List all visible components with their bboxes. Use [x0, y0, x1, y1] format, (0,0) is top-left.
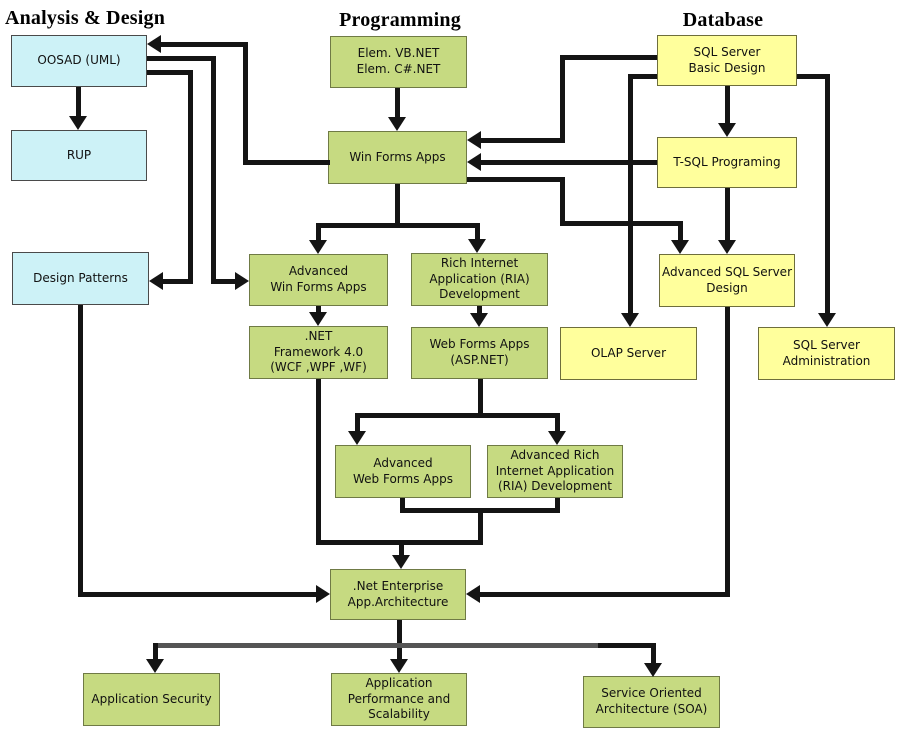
connector-segment [400, 498, 405, 513]
node-app-security: Application Security [83, 673, 220, 726]
arrowhead-down-icon [621, 313, 639, 327]
connector-segment [211, 279, 237, 284]
connector-segment [161, 42, 248, 47]
node-win-forms: Win Forms Apps [328, 131, 467, 184]
connector-segment [316, 379, 321, 545]
connector-segment [725, 86, 730, 125]
connector-segment [555, 413, 560, 433]
connector-segment [628, 74, 657, 79]
connector-segment [316, 223, 321, 242]
column-header-programming: Programming [339, 9, 461, 31]
node-adv-sql: Advanced SQL Server Design [659, 254, 795, 307]
arrowhead-right-icon [235, 272, 249, 290]
connector-segment [245, 160, 330, 165]
connector-segment [678, 221, 683, 242]
arrowhead-down-icon [348, 431, 366, 445]
connector-segment [560, 221, 683, 226]
arrowhead-right-icon [316, 585, 330, 603]
connector-segment [825, 74, 830, 315]
connector-segment [78, 592, 318, 597]
node-olap: OLAP Server [560, 327, 697, 380]
node-oosad: OOSAD (UML) [11, 35, 147, 87]
connector-segment [395, 184, 400, 228]
node-tsql: T-SQL Programing [657, 137, 797, 188]
connector-segment [78, 305, 83, 597]
arrowhead-down-icon [146, 659, 164, 673]
connector-segment [477, 306, 482, 315]
connector-segment [467, 177, 565, 182]
arrowhead-left-icon [149, 272, 163, 290]
arrowhead-down-icon [718, 240, 736, 254]
connector-segment [560, 55, 565, 143]
connector-segment [651, 643, 656, 664]
node-app-perf: Application Performance and Scalability [331, 673, 467, 726]
arrowhead-down-icon [468, 239, 486, 253]
connector-segment [628, 74, 633, 315]
connector-segment [598, 643, 656, 648]
node-adv-ria: Advanced Rich Internet Application (RIA)… [487, 445, 623, 498]
node-adv-win-forms: Advanced Win Forms Apps [249, 254, 388, 306]
arrowhead-left-icon [147, 35, 161, 53]
connector-segment [725, 307, 730, 597]
connector-segment [316, 306, 321, 314]
connector-segment [555, 498, 560, 513]
node-elem: Elem. VB.NET Elem. C#.NET [330, 36, 467, 88]
arrowhead-down-icon [548, 431, 566, 445]
connector-segment [725, 188, 730, 242]
arrowhead-down-icon [390, 659, 408, 673]
connector-segment [475, 223, 480, 241]
connector-segment [188, 70, 193, 284]
connector-segment [478, 508, 483, 545]
node-design-patterns: Design Patterns [12, 252, 149, 305]
node-net-framework: .NET Framework 4.0 (WCF ,WPF ,WF) [249, 326, 388, 379]
connector-segment [397, 620, 402, 661]
arrowhead-down-icon [718, 123, 736, 137]
connector-segment [560, 55, 657, 60]
arrowhead-down-icon [309, 312, 327, 326]
node-ria: Rich Internet Application (RIA) Developm… [411, 253, 548, 306]
node-net-enterprise: .Net Enterprise App.Architecture [330, 569, 466, 620]
arrowhead-down-icon [392, 555, 410, 569]
node-soa: Service Oriented Architecture (SOA) [583, 676, 720, 728]
arrowhead-down-icon [309, 240, 327, 254]
arrowhead-down-icon [671, 240, 689, 254]
connector-segment [395, 88, 400, 119]
connector-segment [76, 87, 81, 118]
connector-segment [211, 56, 216, 284]
connector-segment [163, 279, 193, 284]
arrowhead-left-icon [467, 131, 481, 149]
connector-segment [316, 223, 480, 228]
arrowhead-down-icon [644, 663, 662, 677]
connector-segment [243, 42, 248, 165]
connector-segment [147, 56, 216, 61]
node-sql-basic: SQL Server Basic Design [657, 35, 797, 86]
arrowhead-down-icon [818, 313, 836, 327]
arrowhead-left-icon [467, 153, 481, 171]
node-sql-admin: SQL Server Administration [758, 327, 895, 380]
connector-segment [153, 643, 158, 660]
connector-segment [147, 70, 193, 75]
connector-segment [355, 413, 560, 418]
connector-segment [478, 379, 483, 418]
column-header-database: Database [682, 9, 764, 31]
column-header-analysis-design: Analysis & Design [4, 7, 166, 29]
connector-segment [355, 413, 360, 433]
arrowhead-down-icon [388, 117, 406, 131]
node-rup: RUP [11, 130, 147, 181]
connector-segment [399, 540, 404, 557]
connector-segment [481, 160, 657, 165]
node-adv-web-forms: Advanced Web Forms Apps [335, 445, 471, 498]
connector-segment [797, 74, 830, 79]
arrowhead-down-icon [470, 313, 488, 327]
connector-segment [153, 643, 600, 648]
arrowhead-down-icon [69, 116, 87, 130]
node-web-forms: Web Forms Apps (ASP.NET) [411, 327, 548, 379]
connector-segment [481, 138, 565, 143]
arrowhead-left-icon [466, 585, 480, 603]
connector-segment [560, 177, 565, 226]
connector-segment [480, 592, 730, 597]
